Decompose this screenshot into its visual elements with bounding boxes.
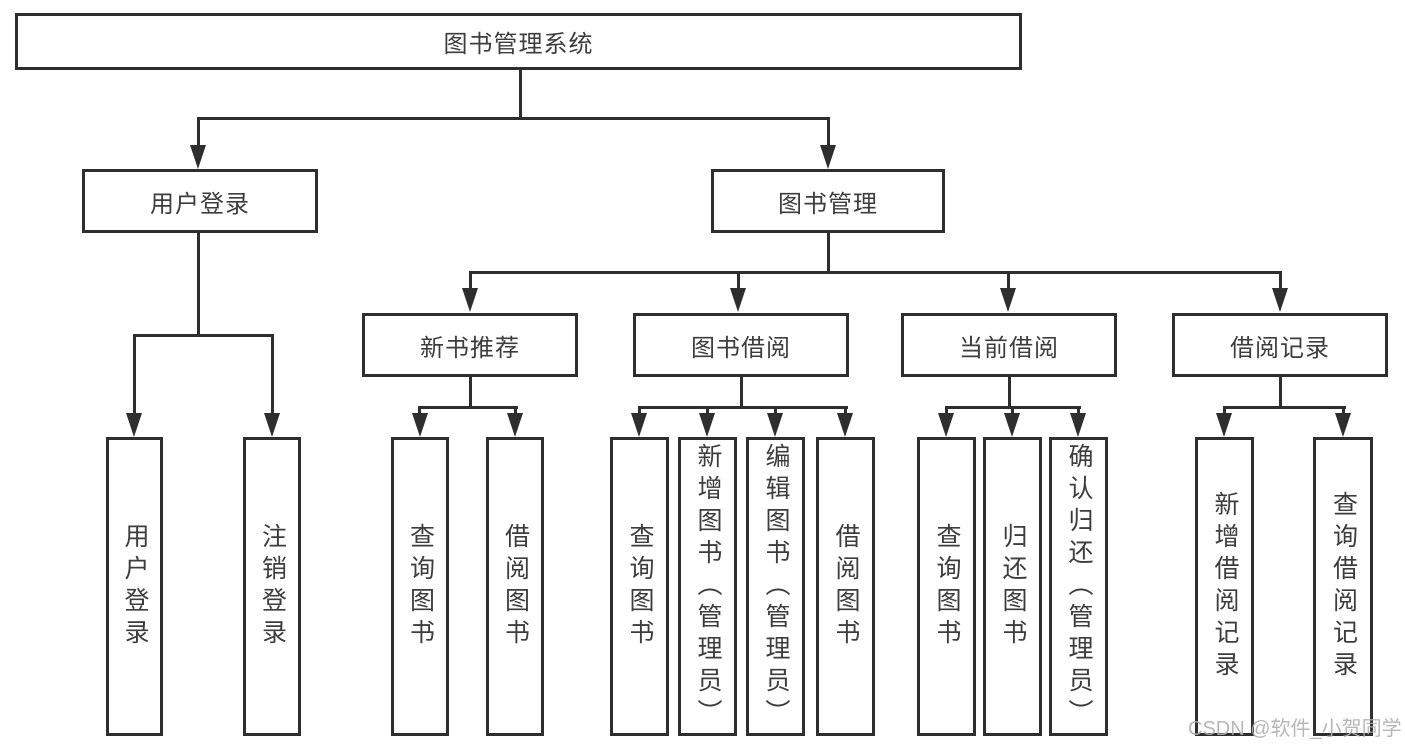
leaf-current-query-books-label: 查询图书 <box>933 522 961 651</box>
node-user-login-label: 用户登录 <box>150 190 250 218</box>
leaf-current-query-books: 查询图书 <box>917 437 976 736</box>
leaf-borrowing-add-books-admin: 新增图书（管理员） <box>678 437 737 736</box>
connector-arrowhead <box>1000 288 1016 312</box>
leaf-borrowing-borrow-books: 借阅图书 <box>816 437 875 736</box>
connector-line <box>827 117 830 149</box>
connector-line <box>197 117 830 120</box>
node-borrowing-records-label: 借阅记录 <box>1230 334 1330 362</box>
node-current-borrowing: 当前借阅 <box>901 313 1117 377</box>
leaf-borrowing-add-books-admin-label: 新增图书（管理员） <box>694 442 722 731</box>
node-new-book-recommendation: 新书推荐 <box>362 313 578 377</box>
leaf-records-add-borrow-record-label: 新增借阅记录 <box>1211 490 1239 683</box>
connector-line <box>519 70 522 118</box>
connector-arrowhead <box>1004 413 1020 437</box>
leaf-borrowing-query-books: 查询图书 <box>610 437 669 736</box>
connector-line <box>638 406 641 417</box>
node-book-management: 图书管理 <box>711 169 945 233</box>
connector-arrowhead <box>264 413 280 437</box>
connector-arrowhead <box>1272 288 1288 312</box>
connector-arrowhead <box>767 413 783 437</box>
connector-line <box>1223 406 1226 417</box>
connector-line <box>774 406 777 417</box>
connector-arrowhead <box>699 413 715 437</box>
connector-line <box>197 117 200 149</box>
node-user-login: 用户登录 <box>82 169 318 233</box>
leaf-newbook-query-books-label: 查询图书 <box>406 522 435 651</box>
connector-line <box>418 406 518 409</box>
leaf-logout-label: 注销登录 <box>258 522 287 651</box>
connector-arrowhead <box>412 413 428 437</box>
leaf-records-add-borrow-record: 新增借阅记录 <box>1195 437 1254 736</box>
connector-line <box>1279 271 1282 291</box>
connector-line <box>844 406 847 417</box>
leaf-borrowing-edit-books-admin: 编辑图书（管理员） <box>746 437 805 736</box>
connector-line <box>1223 406 1346 409</box>
node-book-management-label: 图书管理 <box>778 190 878 218</box>
connector-arrowhead <box>730 288 746 312</box>
connector-line <box>1008 377 1011 409</box>
connector-arrowhead <box>190 145 206 169</box>
connector-arrowhead <box>837 413 853 437</box>
leaf-records-query-borrow-record-label: 查询借阅记录 <box>1329 490 1358 683</box>
connector-line <box>133 334 274 337</box>
leaf-current-return-books-label: 归还图书 <box>999 522 1027 651</box>
watermark: CSDN @软件_小贺同学 <box>1188 718 1402 740</box>
connector-arrowhead <box>126 413 142 437</box>
connector-arrowhead <box>1335 413 1351 437</box>
connector-line <box>1077 406 1080 417</box>
connector-arrowhead <box>820 145 836 169</box>
connector-arrowhead <box>1070 413 1086 437</box>
leaf-current-confirm-return-admin: 确认归还（管理员） <box>1049 437 1108 736</box>
node-book-borrowing: 图书借阅 <box>633 313 849 377</box>
leaf-current-return-books: 归还图书 <box>983 437 1042 736</box>
connector-line <box>271 334 274 416</box>
node-borrowing-records: 借阅记录 <box>1172 313 1388 377</box>
node-book-management-system: 图书管理系统 <box>15 13 1022 70</box>
connector-line <box>638 406 848 409</box>
connector-arrowhead <box>938 413 954 437</box>
connector-arrowhead <box>507 413 523 437</box>
connector-line <box>706 406 709 417</box>
leaf-records-query-borrow-record: 查询借阅记录 <box>1313 437 1373 736</box>
connector-line <box>133 334 136 416</box>
connector-line <box>1342 406 1345 417</box>
connector-line <box>737 271 740 291</box>
connector-line <box>469 271 1282 274</box>
connector-line <box>469 271 472 291</box>
connector-line <box>514 406 517 417</box>
connector-line <box>1279 377 1282 409</box>
connector-arrowhead <box>631 413 647 437</box>
connector-line <box>469 377 472 409</box>
node-new-book-recommendation-label: 新书推荐 <box>420 334 520 362</box>
leaf-logout: 注销登录 <box>243 437 301 736</box>
connector-line <box>740 377 743 409</box>
node-book-management-system-label: 图书管理系统 <box>443 31 594 58</box>
connector-arrowhead <box>1216 413 1232 437</box>
leaf-user-login-label: 用户登录 <box>121 522 149 651</box>
leaf-newbook-query-books: 查询图书 <box>391 437 449 736</box>
leaf-user-login: 用户登录 <box>106 437 163 736</box>
leaf-borrowing-borrow-books-label: 借阅图书 <box>832 522 860 651</box>
leaf-newbook-borrow-books-label: 借阅图书 <box>501 522 530 651</box>
leaf-newbook-borrow-books: 借阅图书 <box>486 437 544 736</box>
connector-line <box>197 233 200 336</box>
connector-line <box>1011 406 1014 417</box>
node-book-borrowing-label: 图书借阅 <box>691 334 791 362</box>
connector-line <box>827 233 830 273</box>
leaf-borrowing-query-books-label: 查询图书 <box>626 522 654 651</box>
connector-line <box>418 406 421 417</box>
node-current-borrowing-label: 当前借阅 <box>959 334 1059 362</box>
leaf-current-confirm-return-admin-label: 确认归还（管理员） <box>1065 442 1093 731</box>
connector-line <box>1007 271 1010 291</box>
leaf-borrowing-edit-books-admin-label: 编辑图书（管理员） <box>762 442 790 731</box>
connector-line <box>945 406 948 417</box>
connector-arrowhead <box>462 288 478 312</box>
